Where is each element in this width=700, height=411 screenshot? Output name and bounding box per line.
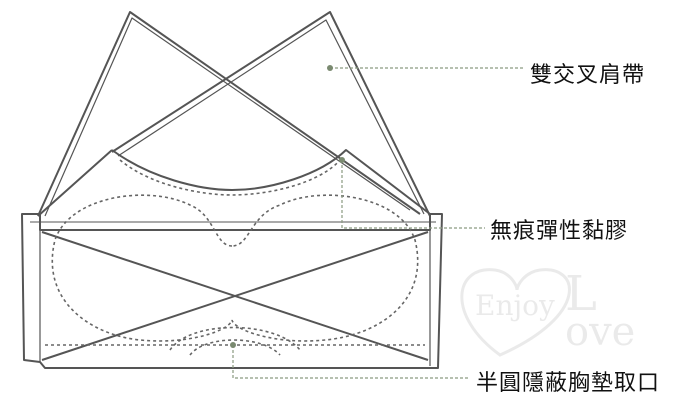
marker-dot xyxy=(230,342,236,348)
label-adhesive: 無痕彈性黏膠 xyxy=(490,219,629,244)
label-straps: 雙交叉肩帶 xyxy=(530,63,646,88)
right-strap-c xyxy=(117,19,425,215)
cup-edge xyxy=(111,149,431,215)
marker-dot xyxy=(339,157,345,163)
svg-text:Enjoy: Enjoy xyxy=(475,289,555,322)
marker-dot xyxy=(327,65,333,71)
left-strap xyxy=(37,11,421,217)
leader-pad xyxy=(232,345,470,379)
right-strap xyxy=(44,17,411,217)
right-strap-b xyxy=(111,11,431,217)
svg-text:ove: ove xyxy=(565,309,635,355)
band-cross-b xyxy=(41,231,429,361)
watermark-logo: Enjoy L ove xyxy=(455,245,655,369)
leader-adhesive xyxy=(341,160,485,229)
svg-text:L: L xyxy=(565,266,597,322)
pad-outline xyxy=(51,194,419,342)
label-pad-opening: 半圓隱蔽胸墊取口 xyxy=(476,371,661,396)
band xyxy=(21,213,443,369)
